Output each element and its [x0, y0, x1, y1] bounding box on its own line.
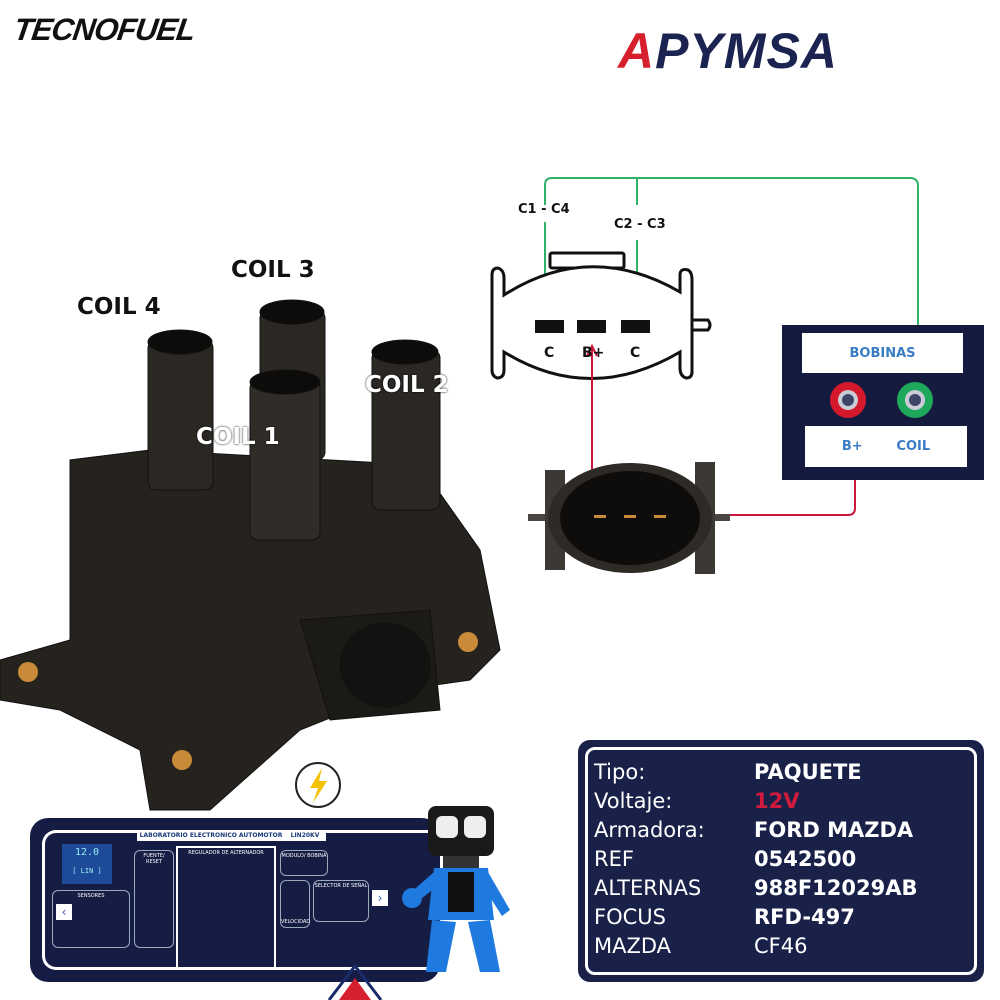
lab-section-regulador: REGULADOR DE ALTERNADOR [176, 846, 276, 970]
coil-3-label: COIL 3 [231, 257, 315, 283]
c2-c3-label: C2 - C3 [614, 217, 666, 232]
bobinas-title: BOBINAS [802, 333, 963, 373]
lab-next-button[interactable]: › [372, 890, 388, 906]
coil-2-label: COIL 2 [365, 372, 449, 398]
lab-model: LIN20KV [284, 830, 326, 841]
bplus-wire [586, 343, 598, 473]
spec-value: 988F12029AB [754, 876, 918, 900]
wiring-diagram [490, 177, 919, 574]
spec-label: REF [594, 847, 634, 871]
terminal-bplus-label: B+ [841, 439, 863, 454]
spec-label: FOCUS [594, 905, 666, 929]
spec-label: Armadora: [594, 818, 705, 842]
coil-4-label: COIL 4 [77, 294, 161, 320]
pin-bplus [577, 320, 606, 333]
spec-value: RFD-497 [754, 905, 855, 929]
robot-mascot-image [402, 806, 510, 972]
coil-pack-image [0, 299, 501, 811]
pin-label-bplus: B+ [582, 345, 605, 361]
apymsa-arrow-icon [327, 963, 383, 1000]
lab-section-fuente: FUENTE/ RESET [134, 850, 174, 948]
terminal-coil-label: COIL [896, 439, 931, 454]
c1-c4-label: C1 - C4 [518, 202, 570, 217]
lab-section-sensores: SENSORES [52, 890, 130, 948]
harness-connector-image [528, 462, 730, 574]
spec-table: Tipo: PAQUETE Voltaje: 12V Armadora: FORD M… [578, 740, 984, 982]
pin-c1 [535, 320, 564, 333]
bobinas-jacks [830, 382, 933, 418]
spec-value: PAQUETE [754, 760, 862, 784]
spec-label: ALTERNAS [594, 876, 702, 900]
apymsa-logo-rest: PYMSA [655, 23, 838, 79]
lab-panel-image: LABORATORIO ELECTRONICO AUTOMOTOR LIN20K… [30, 818, 440, 982]
pin-label-c2: C [630, 345, 641, 361]
pin-c2 [621, 320, 650, 333]
lightning-icon [295, 762, 341, 808]
screen-mode: [ LIN ] [72, 867, 102, 875]
lab-section-selector: SELECTOR DE SEÑAL [313, 880, 369, 922]
lab-screen: 12.0 [ LIN ] [62, 844, 112, 884]
lab-section-modulo: MODULO/ BOBINA [280, 850, 328, 876]
spec-value: 0542500 [754, 847, 857, 871]
bobinas-terminal-labels: B+ COIL [805, 426, 967, 467]
apymsa-logo: APYMSA [618, 22, 838, 80]
spec-value: 12V [754, 789, 800, 813]
lab-title: LABORATORIO ELECTRONICO AUTOMOTOR [137, 830, 285, 841]
spec-label: MAZDA [594, 934, 672, 958]
apymsa-logo-a: A [618, 23, 656, 79]
spec-value: FORD MAZDA [754, 818, 914, 842]
spec-label: Voltaje: [594, 789, 673, 813]
spec-value: CF46 [754, 934, 808, 958]
lab-section-velocidad: VELOCIDAD [280, 880, 310, 928]
pin-label-c1: C [544, 345, 555, 361]
coil-wire [544, 177, 919, 325]
lab-prev-button[interactable]: ‹ [56, 904, 72, 920]
spec-label: Tipo: [594, 760, 646, 784]
screen-value: 12.0 [74, 847, 100, 858]
coil-1-label: COIL 1 [196, 424, 280, 450]
